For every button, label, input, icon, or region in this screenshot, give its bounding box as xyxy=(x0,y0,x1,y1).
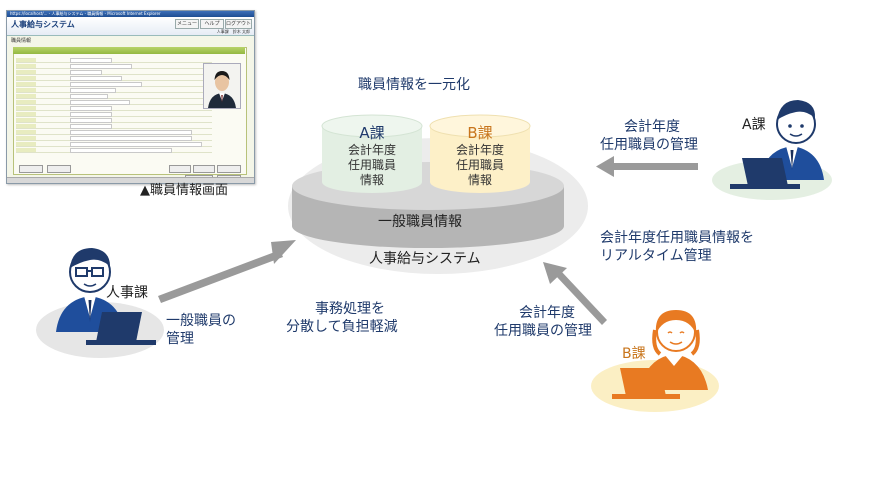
section-b: B課 会計年度 任用職員 情報 xyxy=(430,124,530,188)
a-desc-line: 任用職員の管理 xyxy=(600,136,698,154)
a-label: A課 xyxy=(742,116,766,134)
person-jinji xyxy=(36,248,164,358)
section-b-line: 会計年度 xyxy=(430,143,530,158)
realtime-note-line: 会計年度任用職員情報を xyxy=(600,229,754,247)
section-b-line: 情報 xyxy=(430,173,530,188)
section-b-line: 任用職員 xyxy=(430,158,530,173)
section-a-line: 情報 xyxy=(322,173,422,188)
jinji-desc-line: 一般職員の xyxy=(166,312,236,330)
person-a xyxy=(712,100,832,200)
a-desc-line: 会計年度 xyxy=(624,118,680,136)
arrow-jinji-shaft xyxy=(158,250,283,303)
b-desc-line: 任用職員の管理 xyxy=(494,322,592,340)
arrow-a-shaft xyxy=(612,163,698,170)
base-disk-label: 一般職員情報 xyxy=(378,213,462,231)
b-desc-line: 会計年度 xyxy=(519,304,575,322)
arrow-a-head xyxy=(596,156,614,177)
jinji-label: 人事課 xyxy=(106,284,148,302)
section-a: A課 会計年度 任用職員 情報 xyxy=(322,124,422,188)
realtime-note-line: リアルタイム管理 xyxy=(600,247,712,265)
section-a-line: 会計年度 xyxy=(322,143,422,158)
central-title: 職員情報を一元化 xyxy=(358,76,470,94)
section-a-title: A課 xyxy=(322,124,422,143)
arrow-jinji-head xyxy=(271,240,296,264)
jinji-desc-line: 管理 xyxy=(166,330,194,348)
section-a-line: 任用職員 xyxy=(322,158,422,173)
distributed-note-line: 事務処理を xyxy=(315,300,385,318)
section-b-title: B課 xyxy=(430,124,530,143)
person-b xyxy=(591,310,719,412)
b-label: B課 xyxy=(622,345,646,363)
distributed-note-line: 分散して負担軽減 xyxy=(286,318,398,336)
system-label: 人事給与システム xyxy=(369,250,481,268)
